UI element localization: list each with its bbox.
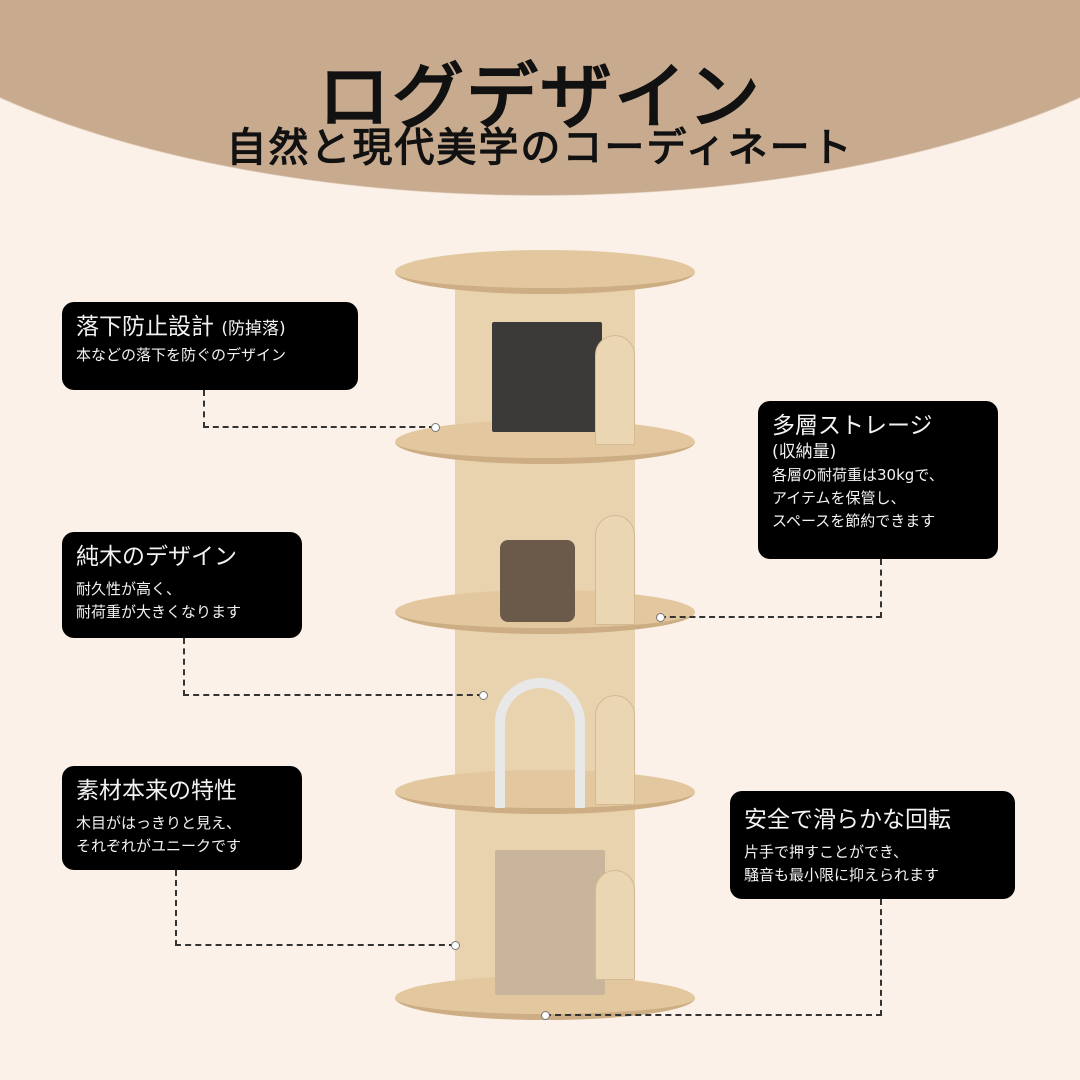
callout-note: (収納量) (772, 442, 837, 462)
callout-multi-storage: 多層ストレージ (収納量) 各層の耐荷重は30kgで、 アイテムを保管し、 スペ… (758, 401, 998, 559)
page-title: ログデザイン (317, 55, 762, 139)
headphones (495, 678, 585, 808)
callout-heading: 安全で滑らかな回転 (744, 807, 951, 833)
leader-line (660, 559, 882, 618)
rotating-bookshelf-image (395, 250, 695, 1020)
leader-dot (431, 423, 440, 432)
callout-body: 片手で押すことができ、 騒音も最小限に抑えられます (744, 843, 940, 884)
callout-material: 素材本来の特性 木目がはっきりと見え、 それぞれがユニークです (62, 766, 302, 870)
leader-line (175, 870, 455, 946)
callout-heading: 素材本来の特性 (76, 778, 237, 804)
callout-body: 各層の耐荷重は30kgで、 アイテムを保管し、 スペースを節約できます (772, 466, 944, 530)
leader-dot (656, 613, 665, 622)
callout-solid-wood: 純木のデザイン 耐久性が高く、 耐荷重が大きくなります (62, 532, 302, 638)
leader-dot (451, 941, 460, 950)
leader-line (545, 899, 882, 1016)
book-stopper (595, 335, 635, 445)
books (495, 850, 605, 995)
leader-dot (479, 691, 488, 700)
book-stopper (595, 515, 635, 625)
leader-line (183, 638, 483, 696)
callout-fall-prevention: 落下防止設計 (防掉落) 本などの落下を防ぐのデザイン (62, 302, 358, 390)
books (492, 322, 602, 432)
book-stopper (595, 695, 635, 805)
callout-heading: 多層ストレージ (772, 413, 933, 439)
callout-note: (防掉落) (221, 319, 286, 339)
leader-line (203, 390, 435, 428)
page-subtitle: 自然と現代美学のコーディネート (226, 125, 854, 171)
callout-body: 木目がはっきりと見え、 それぞれがユニークです (76, 814, 242, 855)
leader-dot (541, 1011, 550, 1020)
callout-body: 耐久性が高く、 耐荷重が大きくなります (76, 580, 242, 621)
header-arc (0, 0, 1080, 200)
speaker (500, 540, 575, 622)
callout-smooth-rotation: 安全で滑らかな回転 片手で押すことができ、 騒音も最小限に抑えられます (730, 791, 1015, 899)
callout-heading: 純木のデザイン (76, 544, 237, 570)
book-stopper (595, 870, 635, 980)
shelf-top (395, 250, 695, 294)
callout-body: 本などの落下を防ぐのデザイン (76, 346, 287, 364)
callout-heading: 落下防止設計 (76, 314, 214, 340)
